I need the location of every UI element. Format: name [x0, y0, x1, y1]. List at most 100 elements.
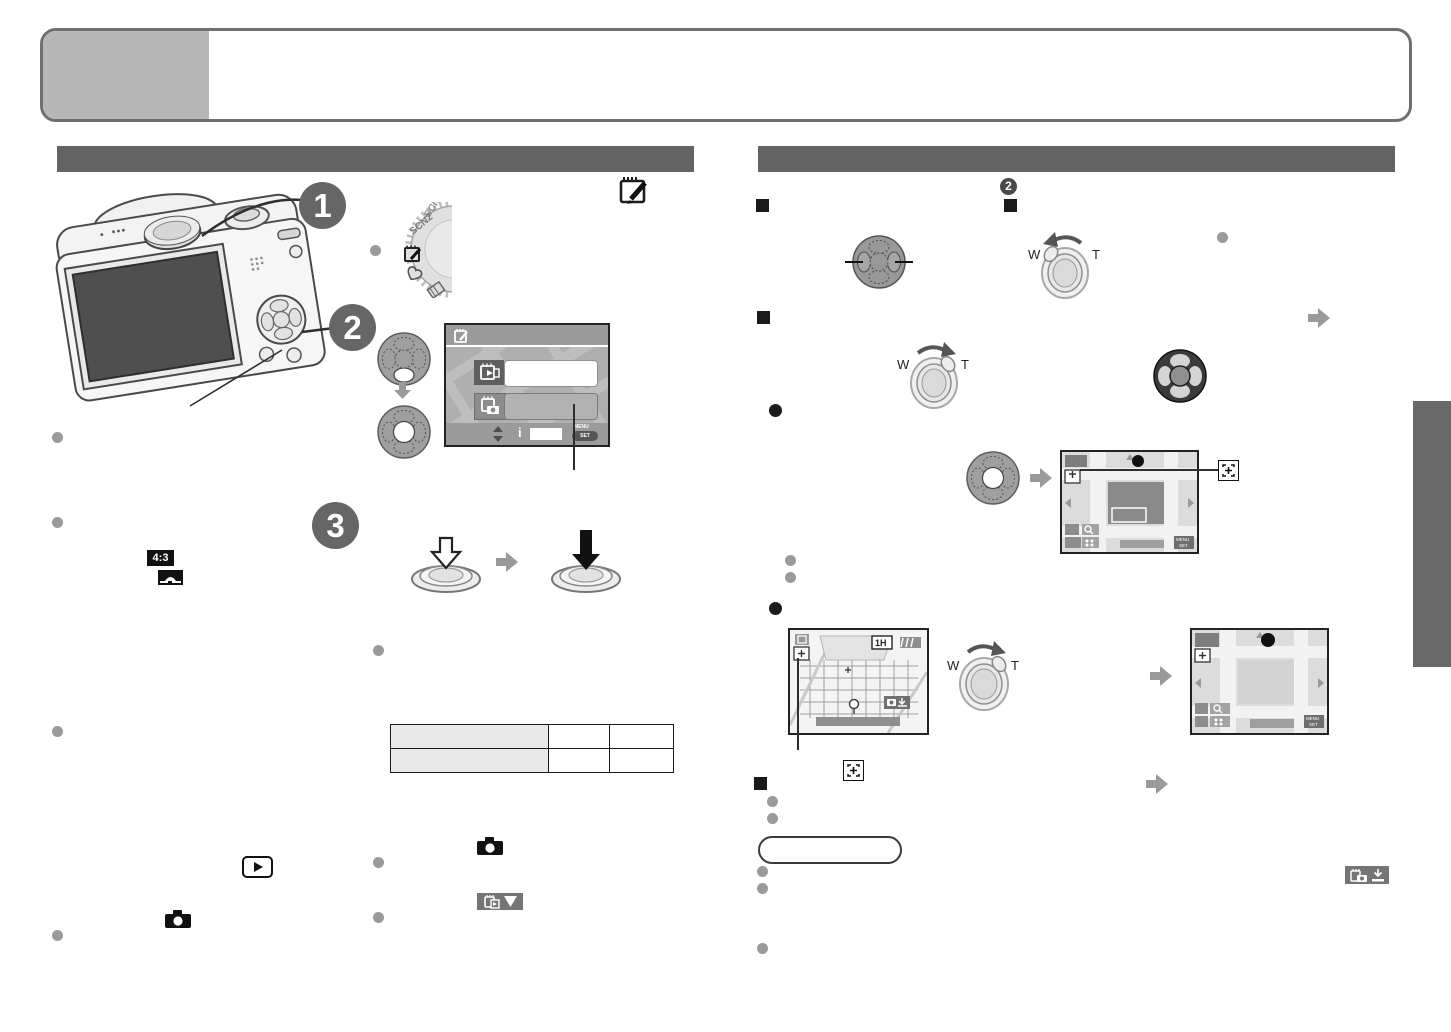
table-row	[390, 724, 674, 749]
bullet	[52, 726, 63, 737]
screen-bottom-bar	[446, 423, 608, 445]
camera-mode-icon	[165, 910, 191, 928]
rear-dpad	[256, 294, 307, 345]
clipboard-record-option[interactable]	[504, 393, 598, 420]
zoom-mark-icon	[843, 760, 864, 781]
picture-quality-icon	[158, 570, 183, 585]
dpad-center-pressed-icon	[966, 451, 1020, 505]
dpad-left-right-icon	[845, 235, 913, 289]
step-number-3: 3	[312, 502, 359, 549]
right-section-header-bar	[758, 146, 1395, 172]
map-zoomed-screen-1: MENU SET	[1060, 450, 1199, 554]
svg-text:SET: SET	[1179, 543, 1188, 548]
camera-mode-icon	[477, 837, 503, 855]
svg-text:W: W	[1028, 247, 1041, 262]
zoom-mark-icon	[1218, 460, 1239, 481]
mode-dial-detail: SCN1 SCN2	[404, 202, 452, 298]
playback-mode-icon	[242, 856, 273, 878]
svg-text:MENU: MENU	[1306, 716, 1319, 721]
bullet	[757, 866, 768, 877]
svg-text:W: W	[947, 658, 960, 673]
black-bullet	[769, 602, 782, 615]
bullet	[370, 245, 381, 256]
dpad-down-pressed-icon	[377, 332, 431, 386]
clipboard-playback-option[interactable]	[504, 360, 598, 387]
bullet	[767, 796, 778, 807]
square-bullet	[756, 199, 769, 212]
dpad-callout-line-2	[189, 349, 283, 407]
table-row	[390, 748, 674, 773]
aspect-ratio-badge: 4:3	[147, 550, 174, 566]
spec-table	[390, 724, 674, 773]
zoom-lever-tele-icon: W T	[897, 342, 969, 409]
arrow-right-icon	[1308, 308, 1330, 328]
mode-dial	[143, 215, 202, 251]
clipboard-icon	[454, 329, 468, 343]
zoom-mark-callout-line	[1080, 469, 1218, 471]
bullet	[52, 517, 63, 528]
zoom-lever-tele-icon: W T	[947, 641, 1019, 711]
bullet	[373, 912, 384, 923]
dpad-center-pressed-icon	[377, 405, 431, 459]
square-bullet	[757, 311, 770, 324]
info-icon: i	[518, 425, 522, 440]
left-section-header-bar	[57, 146, 694, 172]
svg-text:1H: 1H	[875, 638, 887, 648]
dial-movie-icon	[426, 280, 446, 298]
bullet	[757, 883, 768, 894]
clipboard-playback-down-icon	[477, 893, 523, 910]
map-callout-line	[797, 658, 799, 750]
map-zoomed-screen-2: MENU SET	[1190, 628, 1329, 735]
bullet	[1217, 232, 1228, 243]
clipboard-mode-icon	[619, 177, 647, 204]
dial-heart-icon	[407, 266, 423, 281]
updown-arrows-icon	[493, 426, 503, 442]
bullet	[767, 813, 778, 824]
bullet	[757, 943, 768, 954]
svg-text:T: T	[1092, 247, 1100, 262]
clipboard-playback-option-icon[interactable]	[474, 360, 504, 385]
bullet	[52, 432, 63, 443]
arrow-right-icon	[1030, 468, 1052, 488]
menu-label: MENU	[574, 424, 589, 430]
screen-top-bar	[446, 325, 608, 345]
shutter-full-press-icon	[551, 530, 621, 593]
arrow-right-icon	[1146, 774, 1168, 794]
svg-text:SET: SET	[1309, 722, 1318, 727]
bullet	[373, 857, 384, 868]
arrow-down-icon	[394, 382, 411, 399]
dpad-dark-icon	[1153, 349, 1207, 403]
map-wide-screen: 1H	[788, 628, 929, 735]
arrow-right-icon	[1150, 666, 1172, 686]
zoom-lever-wide-icon: W T	[1028, 232, 1100, 299]
screen-callout-line	[573, 404, 575, 470]
step-number-1: 1	[299, 182, 346, 229]
svg-text:T: T	[961, 357, 969, 372]
info-value-box	[530, 428, 562, 440]
bullet	[785, 572, 796, 583]
shutter-half-press-icon	[411, 536, 481, 593]
camera-back-illustration	[55, 193, 351, 407]
svg-text:MENU: MENU	[1176, 537, 1189, 542]
arrow-right-icon	[496, 552, 518, 572]
square-bullet	[754, 777, 767, 790]
clipboard-record-print-icon	[1345, 866, 1389, 884]
square-bullet	[1004, 199, 1017, 212]
page-title-gray-block	[43, 31, 209, 119]
lcd-clipboard-menu-screen: i MENU SET	[444, 323, 610, 447]
dial-clipboard-icon	[404, 245, 422, 262]
chapter-side-tab	[1413, 401, 1451, 667]
menu-set-button[interactable]: SET	[572, 431, 598, 441]
page-title-box	[40, 28, 1412, 122]
substep-number-2: 2	[1000, 178, 1017, 195]
svg-text:T: T	[1011, 658, 1019, 673]
bullet	[52, 930, 63, 941]
bullet	[373, 645, 384, 656]
svg-text:W: W	[897, 357, 910, 372]
clipboard-record-option-icon[interactable]	[474, 393, 506, 420]
divider	[446, 345, 608, 347]
note-pill	[758, 836, 902, 864]
bullet	[785, 555, 796, 566]
step-number-2: 2	[329, 304, 376, 351]
